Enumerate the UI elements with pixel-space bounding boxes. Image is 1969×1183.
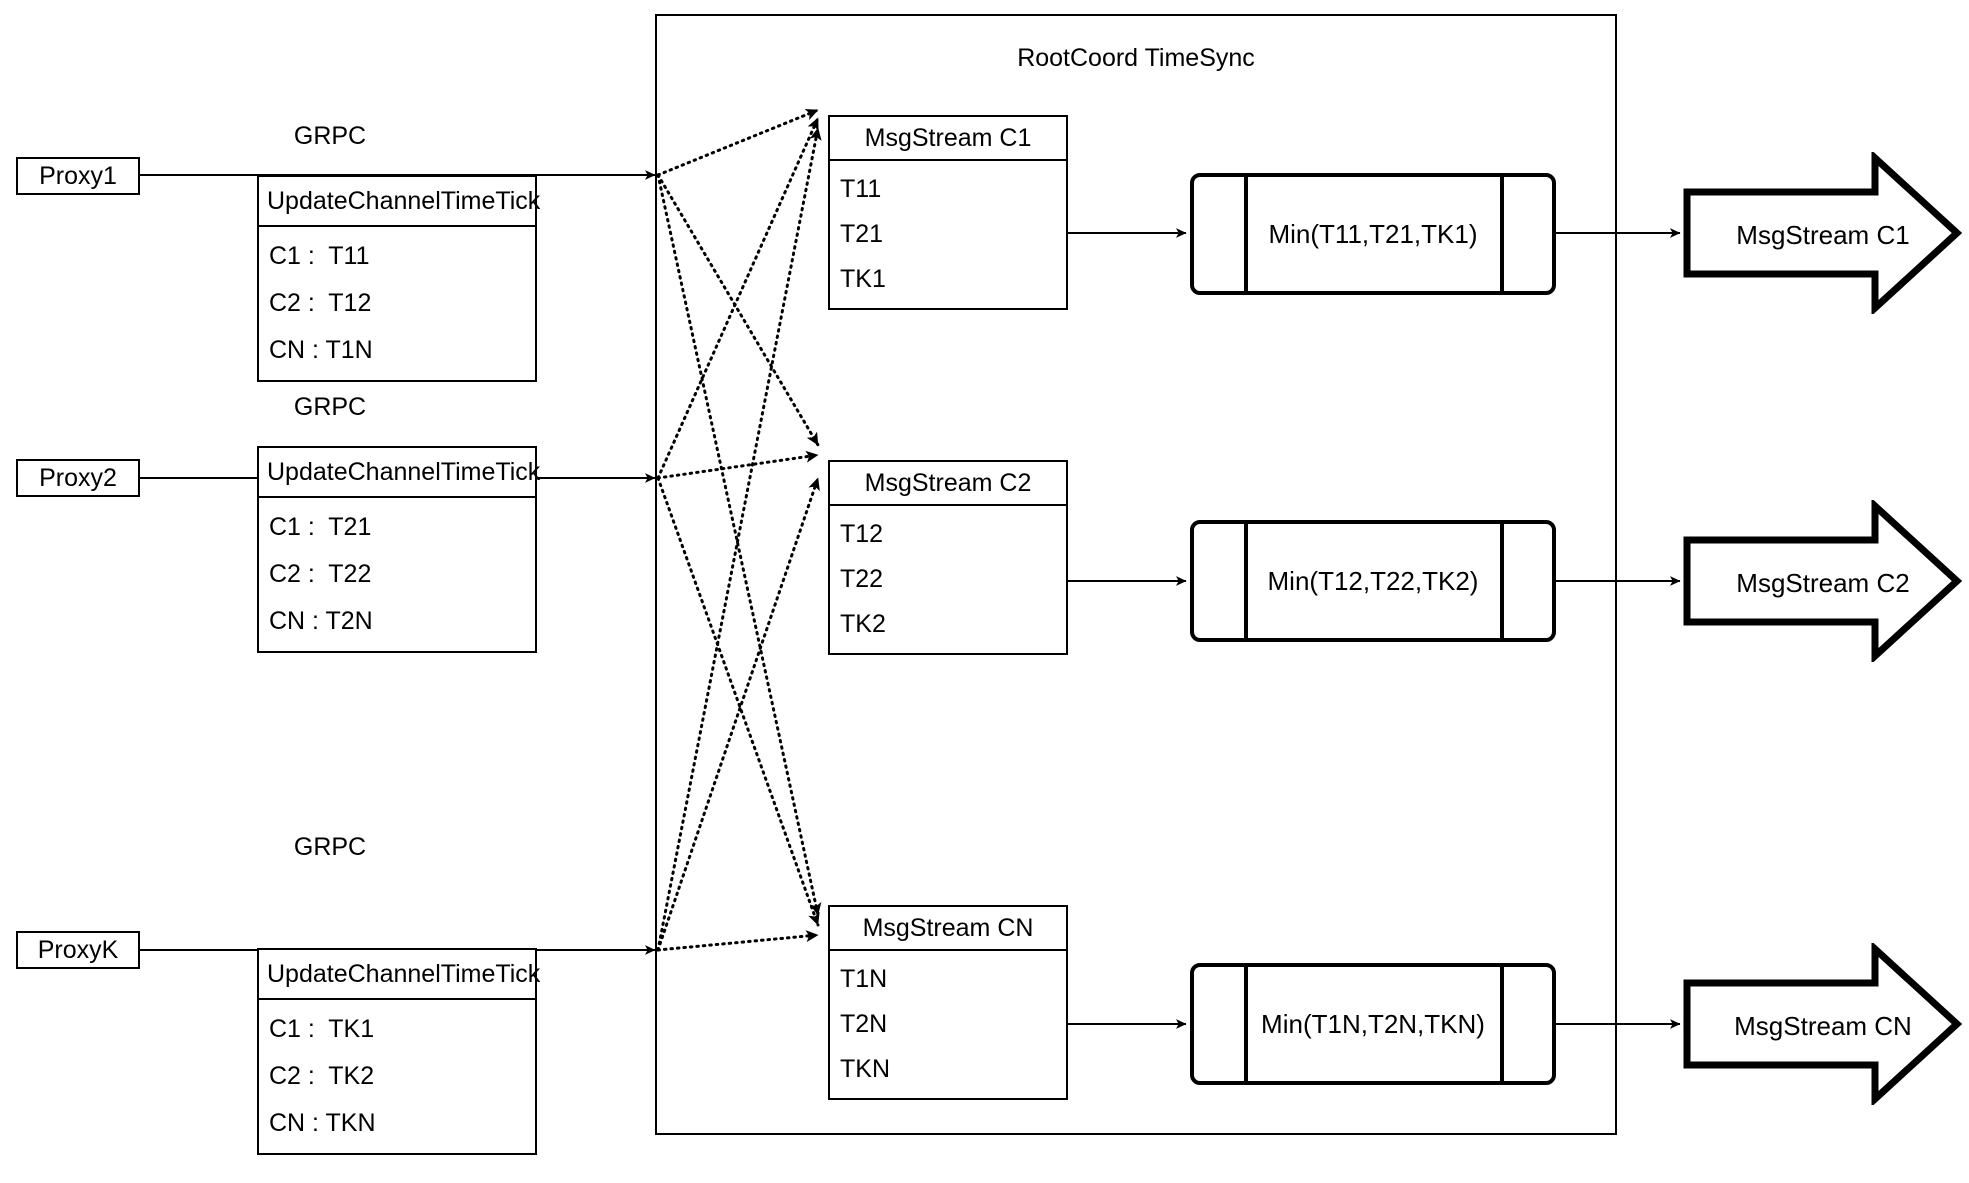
msgstream-entry: T12 bbox=[840, 519, 884, 548]
msgstream-header-3: MsgStream CN bbox=[830, 907, 1066, 951]
min-process-2: Min(T12,T22,TK2) bbox=[1190, 520, 1556, 642]
request-entry: C1 : T11 bbox=[269, 241, 370, 270]
process-left-bar bbox=[1244, 520, 1248, 642]
request-entry: C1 : TK1 bbox=[269, 1014, 375, 1043]
min-process-label-2: Min(T12,T22,TK2) bbox=[1267, 565, 1479, 596]
msgstream-entry: TK2 bbox=[840, 609, 886, 638]
msgstream-entry: TKN bbox=[840, 1054, 890, 1083]
rootcoord-timesync-container bbox=[655, 14, 1617, 1135]
msgstream-box-3: MsgStream CN T1N T2N TKN bbox=[828, 905, 1068, 1100]
min-process-3: Min(T1N,T2N,TKN) bbox=[1190, 963, 1556, 1085]
process-left-bar bbox=[1244, 963, 1248, 1085]
msgstream-entries-2: T12 T22 TK2 bbox=[830, 506, 1066, 653]
min-process-1: Min(T11,T21,TK1) bbox=[1190, 173, 1556, 295]
msgstream-box-1: MsgStream C1 T11 T21 TK1 bbox=[828, 115, 1068, 310]
min-process-label-1: Min(T11,T21,TK1) bbox=[1268, 218, 1478, 249]
output-arrow-label-3: MsgStream CN bbox=[1734, 1011, 1912, 1041]
request-entry: C2 : T22 bbox=[269, 559, 372, 588]
msgstream-entry: T1N bbox=[840, 964, 888, 993]
proxy-label-1: Proxy1 bbox=[39, 161, 117, 190]
update-channel-timetick-box-3: UpdateChannelTimeTick C1 : TK1 C2 : TK2 … bbox=[257, 948, 540, 1155]
proxy-box-3[interactable]: ProxyK bbox=[16, 931, 140, 969]
msgstream-entry: T2N bbox=[840, 1009, 888, 1038]
grpc-label-row-1: GRPC bbox=[293, 122, 367, 150]
process-right-bar bbox=[1500, 173, 1504, 295]
proxy-box-2[interactable]: Proxy2 bbox=[16, 459, 140, 497]
msgstream-header-2: MsgStream C2 bbox=[830, 462, 1066, 506]
request-entry: C1 : T21 bbox=[269, 512, 372, 541]
msgstream-entry: TK1 bbox=[840, 264, 886, 293]
request-entries-3: C1 : TK1 C2 : TK2 CN : TKN bbox=[259, 1000, 535, 1153]
proxy-box-1[interactable]: Proxy1 bbox=[16, 157, 140, 195]
request-entries-1: C1 : T11 C2 : T12 CN : T1N bbox=[259, 227, 535, 380]
request-entry: C2 : TK2 bbox=[269, 1061, 375, 1090]
request-header-2: UpdateChannelTimeTick bbox=[259, 448, 540, 498]
process-right-bar bbox=[1500, 963, 1504, 1085]
msgstream-entry: T11 bbox=[840, 174, 882, 203]
update-channel-timetick-box-2: UpdateChannelTimeTick C1 : T21 C2 : T22 … bbox=[257, 446, 540, 653]
request-entry: CN : T2N bbox=[269, 606, 373, 635]
request-header-1: UpdateChannelTimeTick bbox=[259, 177, 540, 227]
proxy-label-2: Proxy2 bbox=[39, 463, 117, 492]
msgstream-entries-3: T1N T2N TKN bbox=[830, 951, 1066, 1098]
container-title: RootCoord TimeSync bbox=[1017, 44, 1255, 72]
msgstream-entry: T21 bbox=[840, 219, 884, 248]
process-left-bar bbox=[1244, 173, 1248, 295]
update-channel-timetick-box-1: UpdateChannelTimeTick C1 : T11 C2 : T12 … bbox=[257, 175, 540, 382]
min-process-label-3: Min(T1N,T2N,TKN) bbox=[1261, 1008, 1485, 1039]
msgstream-entry: T22 bbox=[840, 564, 884, 593]
process-right-bar bbox=[1500, 520, 1504, 642]
output-arrow-2: MsgStream C2 bbox=[1683, 500, 1963, 662]
msgstream-box-2: MsgStream C2 T12 T22 TK2 bbox=[828, 460, 1068, 655]
output-arrow-1: MsgStream C1 bbox=[1683, 152, 1963, 314]
output-arrow-label-1: MsgStream C1 bbox=[1736, 220, 1910, 250]
msgstream-header-1: MsgStream C1 bbox=[830, 117, 1066, 161]
request-header-3: UpdateChannelTimeTick bbox=[259, 950, 540, 1000]
output-arrow-label-2: MsgStream C2 bbox=[1736, 568, 1910, 598]
msgstream-entries-1: T11 T21 TK1 bbox=[830, 161, 1066, 308]
proxy-label-3: ProxyK bbox=[37, 935, 119, 964]
grpc-label-row-3: GRPC bbox=[293, 833, 367, 861]
request-entry: CN : T1N bbox=[269, 335, 373, 364]
output-arrow-3: MsgStream CN bbox=[1683, 943, 1963, 1105]
request-entry: CN : TKN bbox=[269, 1108, 376, 1137]
grpc-label-row-2: GRPC bbox=[293, 393, 367, 421]
request-entries-2: C1 : T21 C2 : T22 CN : T2N bbox=[259, 498, 535, 651]
request-entry: C2 : T12 bbox=[269, 288, 372, 317]
